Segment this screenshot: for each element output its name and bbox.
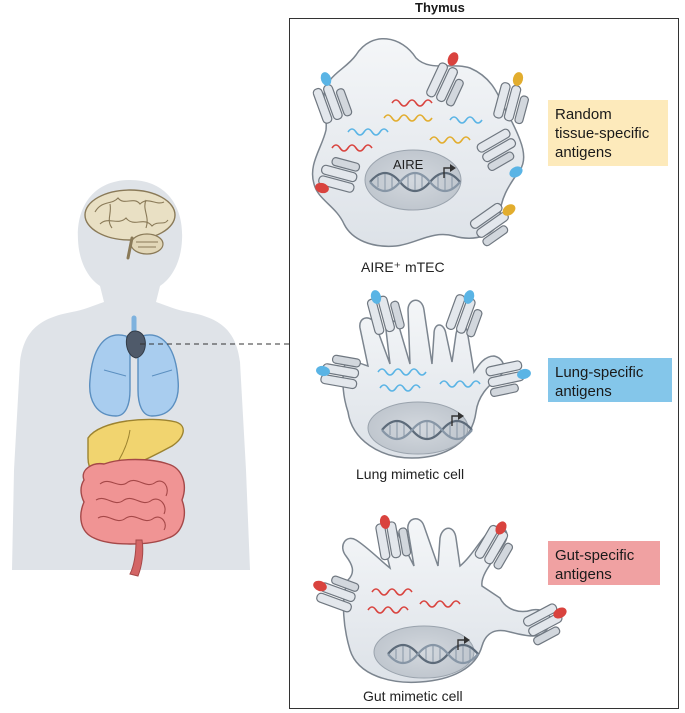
lung-antigens-label: Lung-specific antigens — [548, 358, 672, 402]
gut-cell-caption: Gut mimetic cell — [363, 688, 463, 704]
random-antigens-label: Random tissue-specific antigens — [548, 100, 668, 166]
lung-cell-caption: Lung mimetic cell — [356, 466, 465, 482]
nucleus — [373, 625, 475, 679]
mhc-receptor-icon — [473, 521, 519, 571]
mhc-receptor-icon — [492, 72, 532, 125]
mhc-receptor-icon — [468, 201, 517, 248]
mhc-receptor-icon — [316, 352, 362, 390]
mhc-receptor-icon — [315, 154, 361, 194]
thymus-frame — [289, 18, 679, 709]
gut-antigens-label: Gut-specific antigens — [548, 541, 660, 585]
mhc-receptor-icon — [484, 359, 531, 398]
mhc-receptor-icon — [521, 601, 569, 647]
brain-icon — [84, 189, 176, 260]
gut-mimetic-cell — [313, 515, 569, 684]
nucleus — [364, 149, 462, 211]
mhc-receptor-icon — [444, 290, 487, 339]
mhc-receptor-icon — [311, 72, 354, 125]
aire-mtec-caption: AIRE⁺ mTEC — [361, 259, 445, 275]
lung-mimetic-cell — [316, 290, 531, 459]
mhc-receptor-icon — [374, 515, 412, 561]
human-body-silhouette — [12, 180, 250, 570]
mhc-receptor-icon — [424, 52, 469, 108]
mhc-receptor-icon — [313, 571, 361, 614]
aire-nucleus-label: AIRE — [393, 157, 424, 172]
nucleus — [367, 401, 469, 455]
lungs-icon — [89, 315, 179, 417]
page-title: Thymus — [415, 0, 465, 15]
mhc-receptor-icon — [475, 127, 523, 178]
intestines-icon — [80, 458, 186, 577]
mhc-receptor-icon — [366, 290, 406, 336]
aire-mtec-cell — [311, 38, 532, 248]
